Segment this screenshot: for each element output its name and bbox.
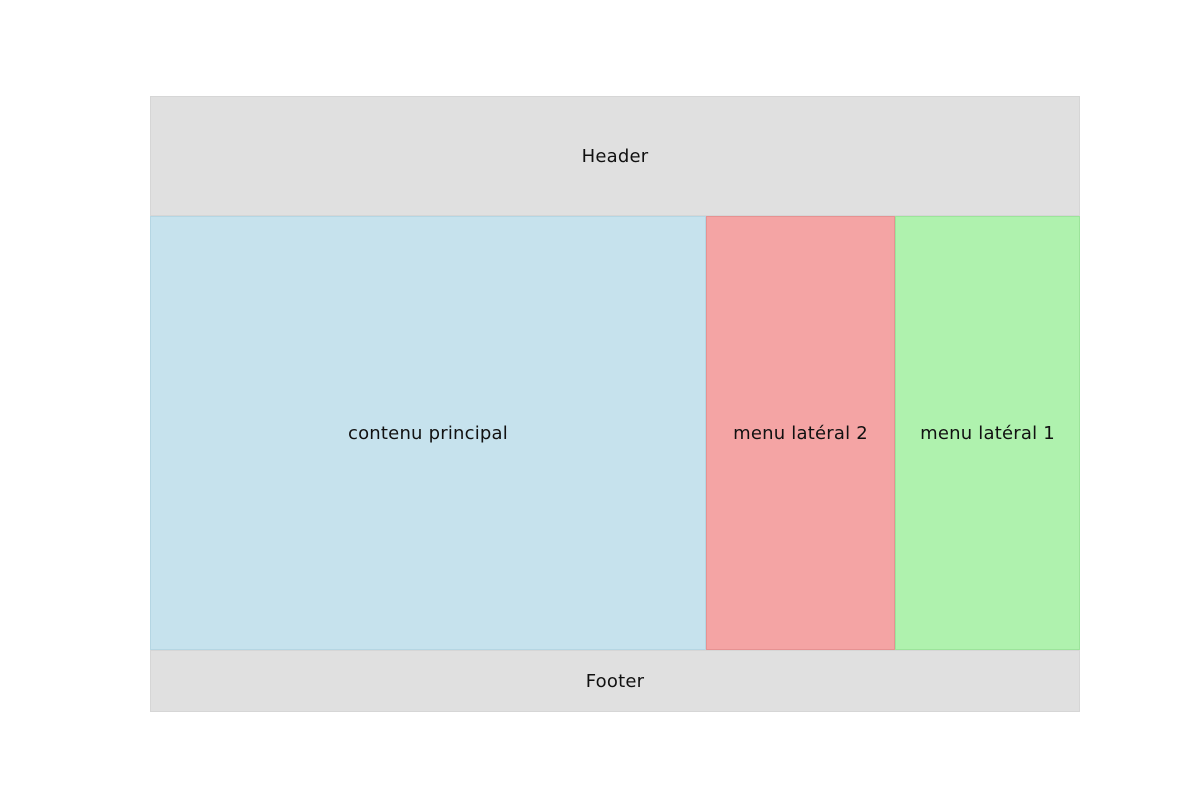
page-layout: Header contenu principal menu latéral 2 …: [150, 96, 1080, 712]
footer-label: Footer: [585, 670, 645, 692]
sidebar-2-label: menu latéral 2: [733, 422, 868, 444]
main-content-label: contenu principal: [348, 422, 508, 444]
main-content-section: contenu principal: [150, 216, 706, 650]
footer-section: Footer: [150, 650, 1080, 712]
header-label: Header: [581, 145, 649, 167]
sidebar-1-section: menu latéral 1: [895, 216, 1080, 650]
header-section: Header: [150, 96, 1080, 216]
main-row: contenu principal menu latéral 2 menu la…: [150, 216, 1080, 650]
sidebar-1-label: menu latéral 1: [920, 422, 1055, 444]
sidebar-2-section: menu latéral 2: [706, 216, 895, 650]
